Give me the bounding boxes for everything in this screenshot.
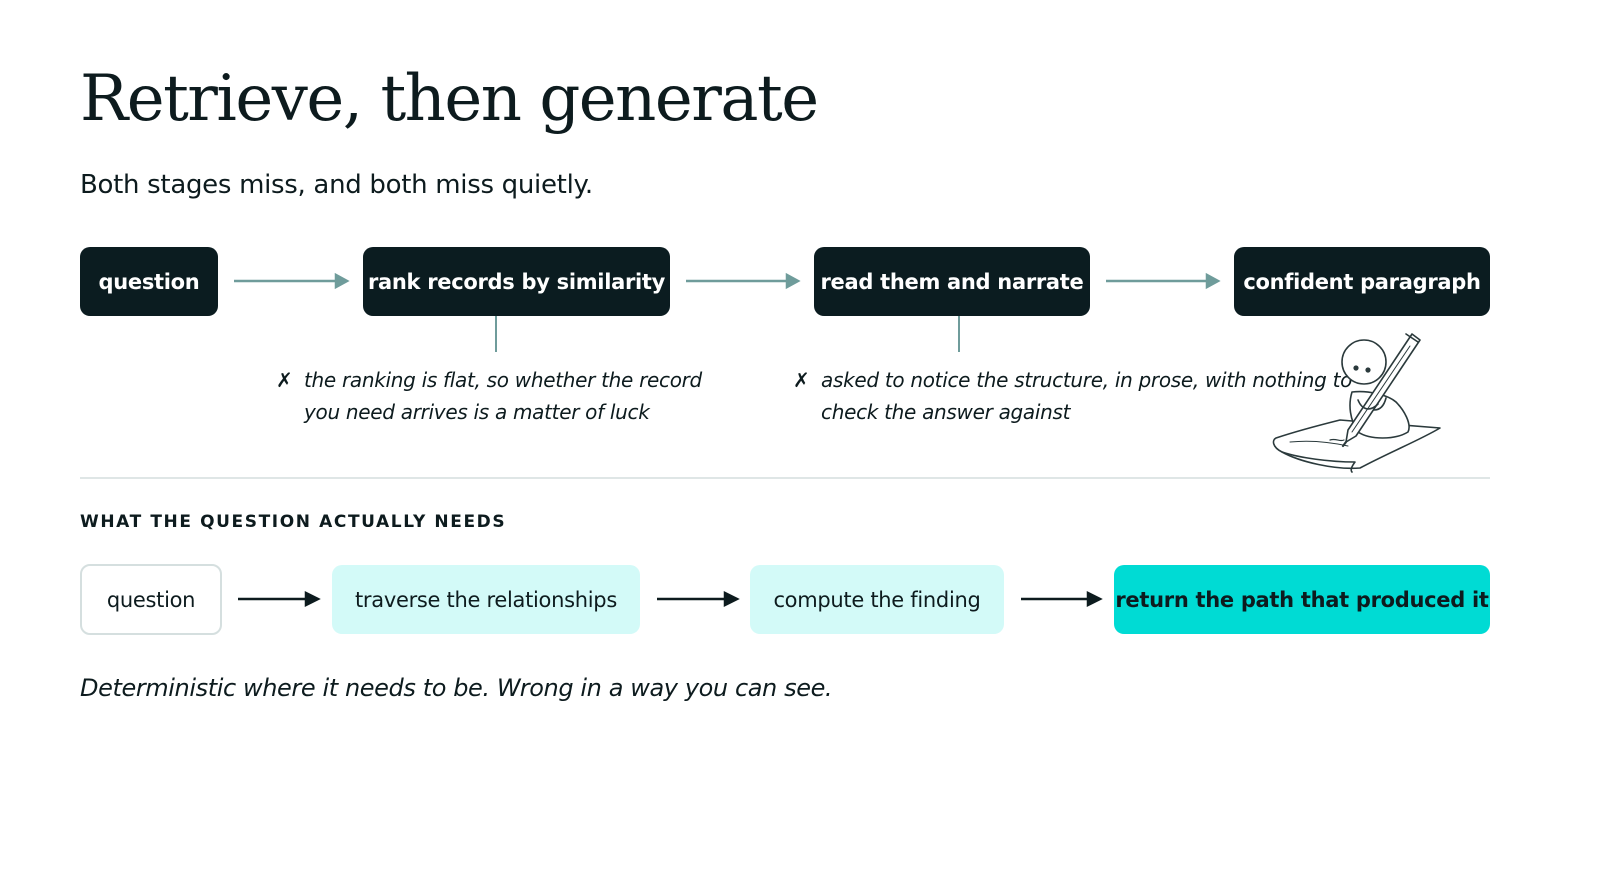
footer-caption: Deterministic where it needs to be. Wron… [80,674,833,702]
cross-icon: ✗ [276,368,293,392]
need-step-question: question [80,564,222,635]
arrow-5-head [723,590,740,608]
section-divider [80,477,1490,479]
failure-note-ranking: ✗ the ranking is flat, so whether the re… [276,364,702,428]
failure-note-line: check the answer against [821,400,1071,424]
arrow-2-head [785,272,801,290]
arrow-3-head [1205,272,1221,290]
need-step-traverse: traverse the relationships [332,565,640,634]
arrow-6-head [1086,590,1103,608]
connector-read [958,316,960,352]
failure-note-line: the ranking is flat, so whether the reco… [304,368,702,392]
page-subtitle: Both stages miss, and both miss quietly. [80,170,593,200]
step-question: question [80,247,218,316]
failure-note-line: you need arrives is a matter of luck [304,400,650,424]
need-step-return-path: return the path that produced it [1114,565,1490,634]
step-confident-paragraph: confident paragraph [1234,247,1490,316]
failure-note-line: asked to notice the structure, in prose,… [821,368,1353,392]
section-label-needs: WHAT THE QUESTION ACTUALLY NEEDS [80,512,507,532]
page-title: Retrieve, then generate [80,62,819,136]
arrow-4-head [304,590,321,608]
need-step-compute: compute the finding [750,565,1004,634]
cross-icon: ✗ [793,368,810,392]
arrow-1-head [334,272,350,290]
failure-note-narration: ✗ asked to notice the structure, in pros… [793,364,1353,428]
connector-rank [495,316,497,352]
step-read-and-narrate: read them and narrate [814,247,1090,316]
step-rank-records: rank records by similarity [363,247,670,316]
